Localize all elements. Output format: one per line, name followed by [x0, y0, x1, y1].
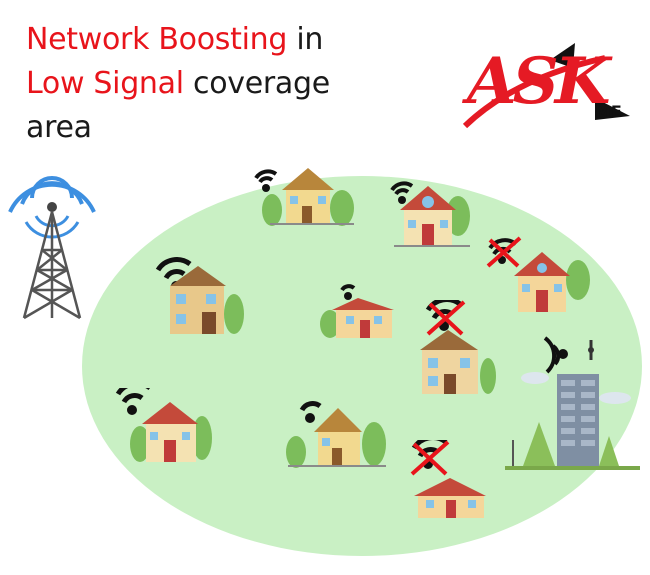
logo-swoosh-icon [462, 43, 630, 129]
house-icon [486, 236, 590, 312]
title-text-3: area [26, 110, 92, 145]
title-highlight-1: Network Boosting [26, 22, 288, 57]
coverage-area [82, 176, 642, 556]
wifi-signal-icon [254, 169, 278, 192]
title-highlight-2: Low Signal [26, 66, 184, 101]
house-icon [155, 257, 244, 334]
logo-text: ASK [467, 44, 610, 119]
house-icon [390, 181, 470, 247]
logo-sub-text: ME [595, 102, 622, 121]
house-icon [254, 168, 354, 226]
title-text-1: in [287, 22, 324, 57]
house-icon [420, 300, 496, 394]
house-icon [410, 440, 486, 518]
house-icon [115, 388, 212, 462]
no-signal-icon [486, 236, 522, 268]
page-title: Network Boosting in Low Signal coverage … [26, 18, 366, 150]
title-text-2: coverage [183, 66, 330, 101]
house-icon [320, 284, 394, 338]
building-icon [505, 336, 640, 470]
tower-icon [8, 176, 96, 320]
house-icon [286, 401, 386, 468]
brand-logo: ASK ME [455, 38, 635, 138]
